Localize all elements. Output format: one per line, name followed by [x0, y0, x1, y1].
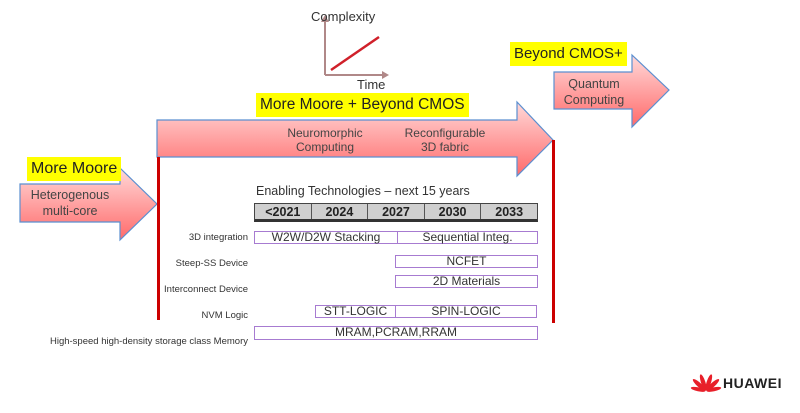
graph-ylabel: Complexity: [311, 9, 376, 24]
huawei-logo-icon: [690, 374, 722, 392]
stage-label-beyond-cmos-plus: Beyond CMOS+: [510, 42, 627, 66]
year-cell: 2024: [312, 204, 369, 219]
beyond-cmos-plus-arrow: [553, 53, 670, 129]
table-title: Enabling Technologies – next 15 years: [256, 184, 470, 198]
more-moore-arrow: [19, 166, 158, 242]
tech-box-spin-logic: SPIN-LOGIC: [395, 305, 537, 318]
arrow-text-line: Reconfigurable: [404, 126, 486, 140]
tech-box-ncfet: NCFET: [395, 255, 538, 268]
graph-xlabel: Time: [357, 77, 386, 92]
tech-box-stt-logic: STT-LOGIC: [315, 305, 396, 318]
year-cell: 2030: [425, 204, 482, 219]
arrow-text-line: Heterogenous: [30, 188, 110, 202]
tech-box-sequential-integ: Sequential Integ.: [397, 231, 538, 244]
arrow-text-quantum-computing: Quantum Computing: [556, 76, 632, 108]
more-moore-beyond-cmos-arrow: [156, 100, 554, 178]
huawei-logo-text: HUAWEI: [723, 375, 782, 391]
row-label-steep-ss-device: Steep-SS Device: [175, 258, 248, 269]
arrow-text-reconfigurable-3d-fabric: Reconfigurable 3D fabric: [385, 126, 505, 154]
year-cell: 2033: [495, 205, 524, 219]
arrow-text-heterogenous-multicore: Heterogenous multi-core: [20, 187, 120, 219]
row-label-nvm-logic: NVM Logic: [201, 310, 248, 321]
row-label-storage-class-memory: High-speed high-density storage class Me…: [49, 336, 248, 347]
row-label-3d-integration: 3D integration: [188, 232, 248, 243]
year-header-row: <2021 2024 2027 2030 2033: [254, 203, 538, 222]
arrow-text-line: 3D fabric: [420, 140, 470, 154]
tech-box-2d-materials: 2D Materials: [395, 275, 538, 288]
graph-y-axis-arrowhead: [321, 15, 329, 22]
graph-trend-line: [330, 35, 380, 72]
tech-box-mram-pcram-rram: MRAM,PCRAM,RRAM: [254, 326, 538, 340]
stage-label-more-moore: More Moore: [27, 157, 122, 181]
arrow-text-line: Quantum: [568, 77, 620, 91]
graph-x-axis-arrowhead: [382, 71, 389, 79]
arrow-text-line: Computing: [295, 140, 355, 154]
year-cell: 2027: [368, 204, 425, 219]
arrow-text-line: Neuromorphic: [287, 126, 363, 140]
arrow-text-line: Computing: [563, 93, 625, 107]
stage-label-more-moore-beyond-cmos: More Moore + Beyond CMOS: [256, 93, 469, 117]
arrow-text-line: multi-core: [42, 204, 98, 218]
tech-box-w2w-d2w-stacking: W2W/D2W Stacking: [254, 231, 398, 244]
complexity-time-graph: [321, 15, 389, 79]
row-label-interconnect-device: Interconnect Device: [164, 284, 248, 295]
year-cell: <2021: [255, 204, 312, 219]
arrow-text-neuromorphic-computing: Neuromorphic Computing: [265, 126, 385, 154]
